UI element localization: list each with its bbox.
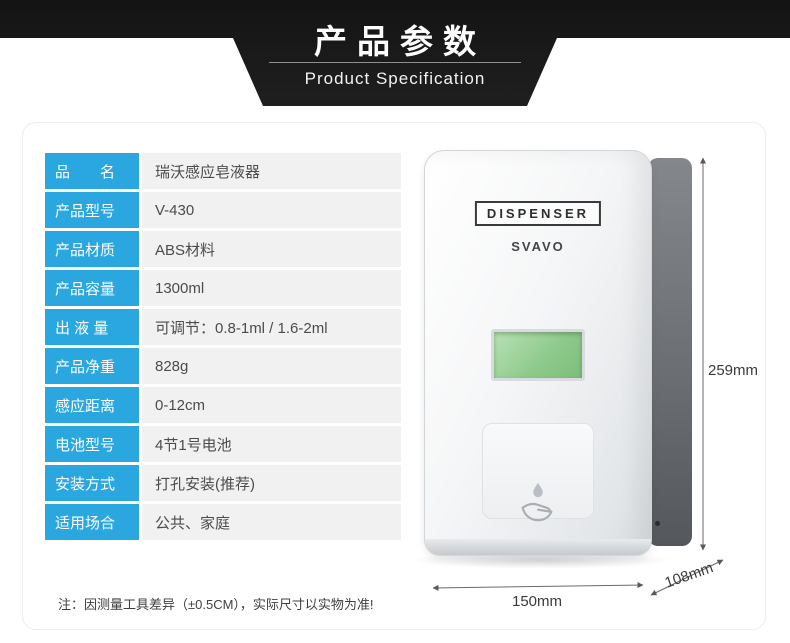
spec-value: ABS材料 <box>142 231 401 267</box>
spec-value: V-430 <box>142 192 401 228</box>
hand-drop-icon <box>515 479 561 530</box>
dimension-width-label: 150mm <box>512 593 563 610</box>
header-banner: 产品参数 Product Specification <box>0 0 790 106</box>
spec-value: 1300ml <box>142 270 401 306</box>
lcd-window <box>491 329 585 381</box>
spec-label: 电池型号 <box>45 426 139 462</box>
table-row: 产品净重 828g <box>45 348 401 384</box>
spec-value: 828g <box>142 348 401 384</box>
dispenser-base <box>425 539 651 555</box>
spec-value: 可调节：0.8-1ml / 1.6-2ml <box>142 309 401 345</box>
page-subtitle: Product Specification <box>304 69 486 88</box>
table-row: 电池型号 4节1号电池 <box>45 426 401 462</box>
table-row: 产品型号 V-430 <box>45 192 401 228</box>
spec-value: 打孔安装(推荐) <box>142 465 401 501</box>
brand-name: SVAVO <box>511 239 565 254</box>
spec-value: 瑞沃感应皂液器 <box>142 153 401 189</box>
spec-label: 产品型号 <box>45 192 139 228</box>
dispenser-logo-label: DISPENSER <box>474 201 602 226</box>
spec-value: 公共、家庭 <box>142 504 401 540</box>
spec-label: 安装方式 <box>45 465 139 501</box>
spec-label: 品 名 <box>45 153 139 189</box>
spec-label: 感应距离 <box>45 387 139 423</box>
header-divider <box>269 62 521 63</box>
page-title: 产品参数 <box>314 23 486 60</box>
spec-label: 适用场合 <box>45 504 139 540</box>
table-row: 安装方式 打孔安装(推荐) <box>45 465 401 501</box>
spec-label: 产品容量 <box>45 270 139 306</box>
spec-value: 4节1号电池 <box>142 426 401 462</box>
table-row: 产品容量 1300ml <box>45 270 401 306</box>
spec-label: 产品净重 <box>45 348 139 384</box>
table-row: 品 名 瑞沃感应皂液器 <box>45 153 401 189</box>
table-row: 感应距离 0-12cm <box>45 387 401 423</box>
spec-value: 0-12cm <box>142 387 401 423</box>
measurement-note: 注：因测量工具差异（±0.5CM），实际尺寸以实物为准! <box>58 597 374 612</box>
table-row: 出 液 量 可调节：0.8-1ml / 1.6-2ml <box>45 309 401 345</box>
table-row: 产品材质 ABS材料 <box>45 231 401 267</box>
sensor-dot <box>655 521 660 526</box>
table-row: 适用场合 公共、家庭 <box>45 504 401 540</box>
spec-label: 出 液 量 <box>45 309 139 345</box>
spec-label: 产品材质 <box>45 231 139 267</box>
dispenser-lower-panel <box>482 423 594 519</box>
dimension-height-label: 259mm <box>708 362 759 379</box>
spec-table: 品 名 瑞沃感应皂液器 产品型号 V-430 产品材质 ABS材料 产品容量 1… <box>45 153 401 540</box>
dispenser-front-view: DISPENSER SVAVO <box>424 150 652 556</box>
dispenser-side-view <box>648 158 692 546</box>
